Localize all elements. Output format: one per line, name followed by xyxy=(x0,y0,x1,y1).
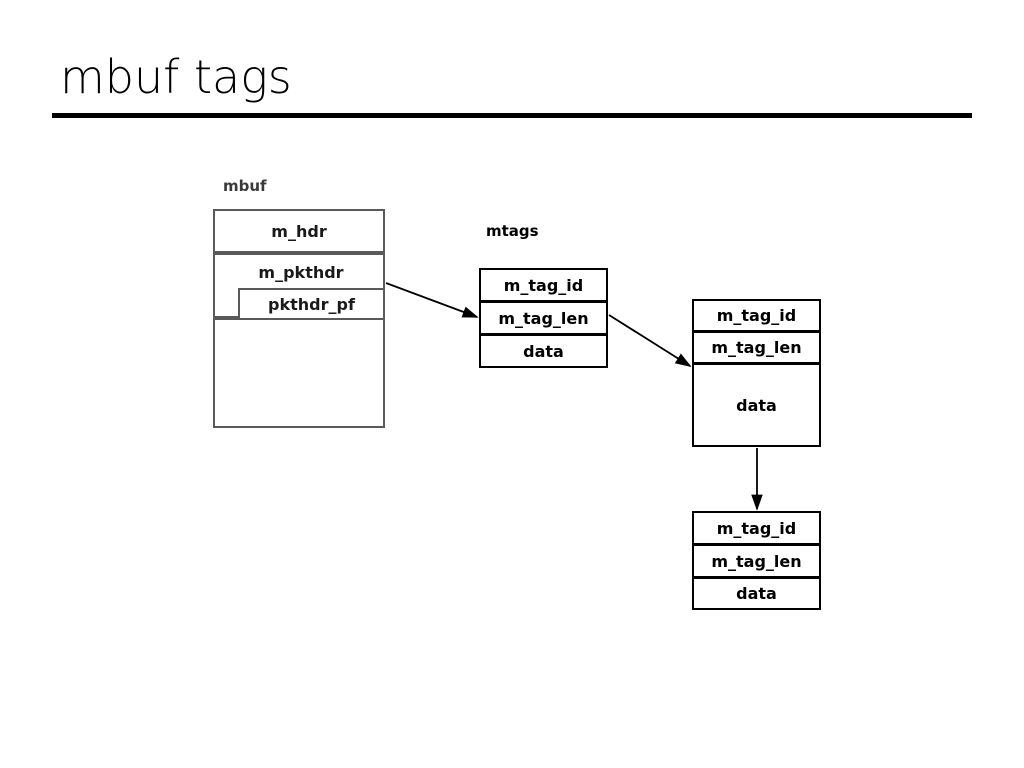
mtag-1-row-m-tag-len: m_tag_len xyxy=(479,301,608,335)
mtag-2-row-data: data xyxy=(692,363,821,447)
arrow-mbuf-to-mtag1 xyxy=(385,282,479,318)
mbuf-row-pkthdr-pf-label: pkthdr_pf xyxy=(268,294,355,314)
mbuf-row-pkthdr-pf: pkthdr_pf xyxy=(238,288,385,320)
mtag-2-row-m-tag-id: m_tag_id xyxy=(692,299,821,332)
mbuf-row-m-pkthdr-label: m_pkthdr xyxy=(258,262,344,282)
mtag-3-row-m-tag-id-label: m_tag_id xyxy=(716,518,797,538)
mtag-3-row-m-tag-len: m_tag_len xyxy=(692,544,821,578)
mtag-2-row-m-tag-id-label: m_tag_id xyxy=(716,306,797,325)
mtag-1-row-data: data xyxy=(479,334,608,368)
mtag-3-row-data-label: data xyxy=(736,584,777,603)
mtag-3-row-data: data xyxy=(692,577,821,610)
mbuf-label: mbuf xyxy=(223,177,267,195)
mtag-2-row-m-tag-len: m_tag_len xyxy=(692,331,821,364)
mtag-2-row-m-tag-len-label: m_tag_len xyxy=(711,338,802,357)
mbuf-row-m-hdr: m_hdr xyxy=(213,209,385,253)
mtag-3-row-m-tag-len-label: m_tag_len xyxy=(711,551,802,571)
page-title: mbuf tags xyxy=(60,50,292,104)
mtag-3-row-m-tag-id: m_tag_id xyxy=(692,511,821,545)
mtag-1-row-m-tag-id-label: m_tag_id xyxy=(503,275,584,295)
arrow-mtag1-to-mtag2 xyxy=(608,314,692,367)
mbuf-row-body xyxy=(213,318,385,428)
mtag-1-row-m-tag-len-label: m_tag_len xyxy=(498,308,589,328)
mbuf-row-m-hdr-label: m_hdr xyxy=(271,221,327,241)
mtag-1-row-m-tag-id: m_tag_id xyxy=(479,268,608,302)
title-divider xyxy=(52,113,972,118)
mtags-label: mtags xyxy=(486,222,539,240)
mtag-2-row-data-label: data xyxy=(736,395,777,415)
mtag-1-row-data-label: data xyxy=(523,341,564,361)
